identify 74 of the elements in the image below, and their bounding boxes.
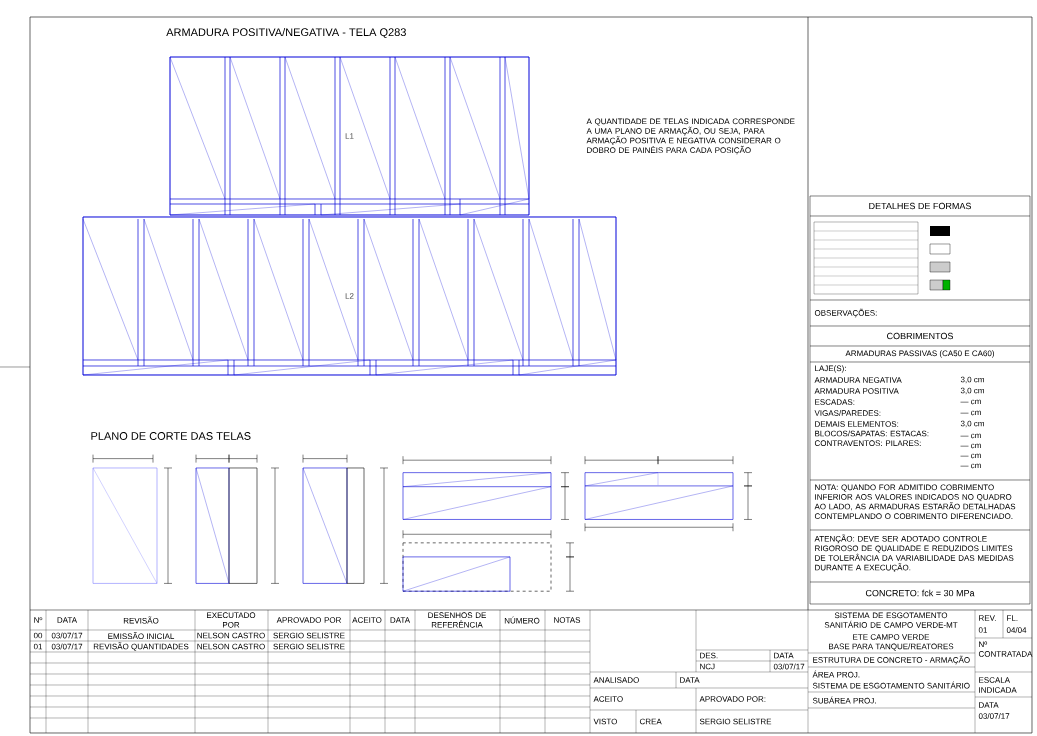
- cover-value: — cm: [960, 410, 981, 416]
- table-cell: REVISÃO QUANTIDADES: [93, 642, 189, 651]
- table-header: DATA: [390, 617, 411, 623]
- table-cell: 03/07/17: [51, 632, 83, 639]
- cover-label: LAJE(S):: [815, 365, 846, 373]
- table-cell: 00: [33, 632, 43, 639]
- cover-label: ARMADURA NEGATIVA: [814, 377, 902, 383]
- cover-label: BLOCOS/SAPATAS: ESTACAS: CONTRAVENTOS: PILARES:: [814, 430, 929, 446]
- note-text: NOTA: QUANDO FOR ADMITIDO COBRIMENTO INFERIOR AOS VALORES INDICADOS NO QUADRO AO LADO, AS ARMADURAS ESTARÃO DETALHADAS CONTEMPLANDO O COBRIMENTO DIFERENCIADO.: [814, 484, 1016, 519]
- table-header: APROVADO POR: [276, 617, 341, 623]
- title-block-text: 04/04: [1006, 627, 1027, 633]
- title-block-text: 03/07/17: [978, 713, 1010, 719]
- title-block-text: ANALISADO: [593, 677, 639, 683]
- cover-label: ARMADURA POSITIVA: [814, 388, 899, 394]
- table-cell: SERGIO SELISTRE: [273, 643, 345, 650]
- table-header: NÚMERO: [504, 616, 540, 624]
- cover-label: DEMAIS ELEMENTOS:: [815, 421, 899, 427]
- title-block-text: NCJ: [700, 663, 715, 670]
- cover-value: 3,0 cm: [960, 387, 984, 395]
- cover-value: — cm: [960, 433, 981, 439]
- cover-label: VIGAS/PAREDES:: [814, 410, 881, 416]
- title-block-text: APROVADO POR:: [699, 696, 766, 702]
- note-text: OBSERVAÇÕES:: [814, 308, 877, 318]
- title-block-text: INDICADA: [979, 687, 1017, 693]
- cover-value: — cm: [960, 399, 981, 405]
- table-cell: SERGIO SELISTRE: [273, 632, 345, 639]
- title-block-text: DATA: [680, 677, 700, 683]
- title-block-text: SERGIO SELISTRE: [699, 718, 772, 725]
- cover-value: — cm: [960, 463, 981, 469]
- table-header: DESENHOS DE REFERÊNCIA: [428, 612, 486, 628]
- table-cell: 03/07/17: [51, 643, 83, 650]
- section-heading: PLANO DE CORTE DAS TELAS: [91, 432, 251, 440]
- slab-outline: L2: [82, 216, 617, 376]
- cover-value: 3,0 cm: [960, 376, 984, 384]
- table-cell: NELSON CASTRO: [197, 632, 265, 639]
- title-block-text: CREA: [639, 718, 662, 725]
- note-text: A QUANTIDADE DE TELAS INDICADA CORRESPONDE A UMA PLANO DE ARMAÇÃO, OU SEJA, PARA ARMAÇÃO POSITIVA E NEGATIVA CONSIDERAR O DOBRO DE PAINÉIS PARA CADA POSIÇÃO: [586, 118, 795, 155]
- drawing-name: ESTRUTURA DE CONCRETO - ARMAÇÃO: [813, 655, 970, 665]
- table-header: Nº: [34, 617, 43, 623]
- title-block-text: VISTO: [593, 718, 617, 725]
- title-block-text: REV.: [979, 615, 996, 621]
- table-header: NOTAS: [554, 617, 581, 623]
- title-block-text: SUBÁREA PROJ.: [812, 696, 876, 704]
- title-block-text: ESCALA: [979, 677, 1011, 683]
- cover-label: ESCADAS:: [815, 399, 855, 405]
- table-cell: 01: [33, 643, 43, 650]
- table-cell: EMISSÃO INICIAL: [108, 631, 175, 640]
- title-block-text: Nº CONTRATADA: [978, 641, 1033, 657]
- cover-value: — cm: [960, 443, 981, 449]
- title-block-text: ETE CAMPO VERDE: [853, 634, 930, 640]
- table-header: REVISÃO: [123, 616, 159, 624]
- table-header: DATA: [57, 617, 78, 623]
- title-block-text: DATA: [774, 652, 794, 659]
- table-cell: NELSON CASTRO: [197, 643, 265, 650]
- table-header: ACEITO: [352, 617, 382, 623]
- title-block-text: DATA: [979, 702, 999, 708]
- title-block-text: FL.: [1007, 615, 1018, 621]
- table-heading: COBRIMENTOS: [887, 332, 953, 340]
- title-block-text: ÁREA PROJ.: [812, 670, 860, 678]
- table-heading: DETALHES DE FORMAS: [869, 202, 971, 210]
- cover-value: — cm: [960, 453, 981, 459]
- title-block-text: 03/07/17: [773, 663, 805, 670]
- title-block-text: SISTEMA DE ESGOTAMENTO SANITÁRIO DE CAMPO VERDE-MT: [824, 612, 958, 628]
- cover-value: 3,0 cm: [960, 420, 984, 428]
- drawing-title: ARMADURA POSITIVA/NEGATIVA - TELA Q283: [166, 28, 406, 38]
- table-header: EXECUTADO POR: [207, 612, 256, 628]
- title-block-text: 01: [978, 627, 987, 633]
- title-block-text: SISTEMA DE ESGOTAMENTO SANITÁRIO: [812, 681, 970, 689]
- note-text: ATENÇÃO: DEVE SER ADOTADO CONTROLE RIGOROSO DE QUALIDADE E REDUZIDOS LIMITES DE TOLERÂNCIA DA VARIABILIDADE DAS MEDIDAS DURANTE A EXECUÇÃO.: [814, 534, 1014, 572]
- table-subheading: ARMADURAS PASSIVAS (CA50 E CA60): [845, 350, 994, 358]
- concrete-spec: CONCRETO: fck = 30 MPa: [865, 589, 975, 597]
- title-block-text: DES.: [700, 652, 718, 659]
- title-block-text: BASE PARA TANQUE/REATORES: [829, 643, 954, 651]
- title-block-text: ACEITO: [593, 696, 623, 702]
